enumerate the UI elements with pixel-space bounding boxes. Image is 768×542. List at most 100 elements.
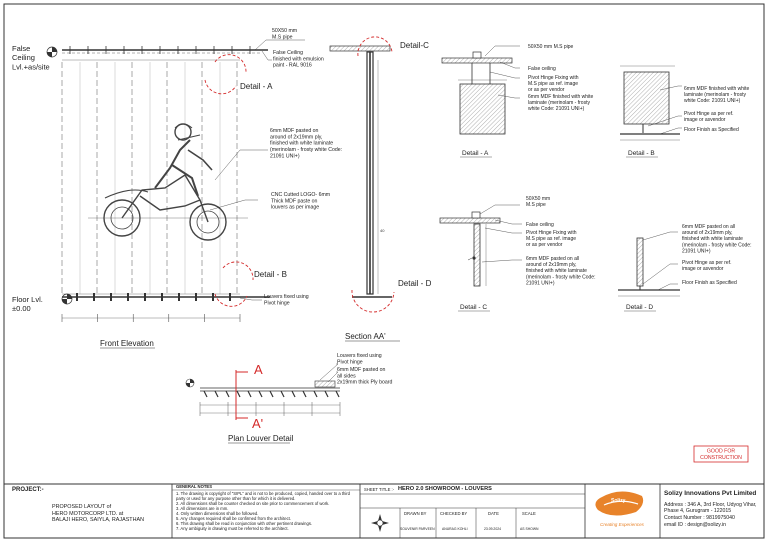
pivot-hinge [144, 293, 146, 301]
drawn-by-value: SOUVENIR PARVEEN [400, 527, 435, 531]
plan-louver-blade [214, 390, 219, 398]
plan-louver-blade [313, 390, 318, 398]
north-arrow-icon [371, 514, 389, 532]
project-text: PROPOSED LAYOUT of HERO MOTORCORP LTD. a… [52, 504, 144, 524]
detail-b-tag: Detail - B [254, 270, 287, 279]
hero-rider-logo-icon [103, 123, 227, 241]
svg-text:40: 40 [380, 228, 385, 233]
floor-level-label: Floor Lvl.±0.00 [12, 295, 43, 313]
cut-mark-a: A [254, 362, 263, 377]
logo-name: Solizy [611, 498, 626, 504]
date-value: 23.09.2024 [484, 527, 501, 531]
detail-a: 50X50 mm M.S pipe False ceiling Pivot Hi… [441, 44, 594, 158]
scale-value: AS SHOWN [520, 527, 539, 531]
plan-louver-blade [203, 390, 208, 398]
note-line: 4. Only written dimensions shall be foll… [176, 511, 259, 516]
plan-louver-blade [302, 390, 307, 398]
plan-louver-blade [247, 390, 252, 398]
pivot-hinge [229, 293, 231, 301]
plan-louver-blade [236, 390, 241, 398]
detail-d-caption: Detail - D [626, 304, 653, 311]
detail-a-note-pipe: 50X50 mm M.S pipe [528, 44, 574, 50]
pivot-hinge [212, 293, 214, 301]
ceiling-level-marker [46, 46, 58, 58]
drawn-by-label: DRAWN BY [404, 511, 427, 516]
section-aa-title: Section AA' [345, 332, 386, 341]
pivot-hinge [127, 293, 129, 301]
date-label: DATE [488, 511, 499, 516]
note-line: 5. Any changes required shall be confirm… [176, 516, 291, 521]
company-name: Solizy Innovations Pvt Limited [664, 490, 757, 497]
detail-c-note-ceiling: False ceiling [526, 222, 554, 228]
note-line: 7. Any ambiguity in drawing must be refe… [176, 526, 289, 531]
project-label: PROJECT:- [12, 487, 44, 493]
detail-a-caption: Detail - A [462, 150, 489, 157]
detail-d-tag: Detail - D [398, 279, 432, 288]
checked-by-value: ANURAG KOHLI [442, 527, 468, 531]
plan-louver-blade [225, 390, 230, 398]
logo-tagline: Creating Experiences [600, 522, 644, 527]
pivot-hinge [195, 293, 197, 301]
company-contact: Contact Number : 9819975040 [664, 515, 735, 521]
solizy-logo-icon [595, 491, 644, 516]
sheet-title-label: SHEET TITLE :- [364, 487, 395, 492]
pivot-hinge [93, 293, 95, 301]
note-line: 6. This drawing shall be read in conjunc… [176, 521, 313, 526]
note-line: 2. All dimensions shall be counter check… [176, 501, 330, 506]
plan-louver-blade [269, 390, 274, 398]
company-email: email ID : design@solizy.in [664, 522, 726, 528]
plan-louver-blade [280, 390, 285, 398]
plan-louver-blade [258, 390, 263, 398]
pivot-hinge [76, 293, 78, 301]
checked-by-label: CHECKED BY [440, 511, 468, 516]
note-line: 3. All dimensions are in mm. [176, 506, 229, 511]
front-elevation-title: Front Elevation [100, 339, 154, 348]
detail-a-tag: Detail - A [240, 82, 273, 91]
floor-level-marker [61, 293, 73, 305]
general-notes-heading: GENERAL NOTES [176, 484, 212, 489]
note-line: 1. The drawing is copyright of "SIPL" an… [176, 491, 350, 501]
title-block [4, 483, 764, 538]
detail-b-caption: Detail - B [628, 150, 655, 157]
pivot-hinge [178, 293, 180, 301]
detail-d-note-floor: Floor Finish as Specified [682, 280, 737, 286]
plan-louver-blade [335, 390, 340, 398]
plan-louver-title: Plan Louver Detail [228, 434, 294, 443]
pivot-hinge [161, 293, 163, 301]
detail-b-note-hinge: Pivot Hinge as per ref.image or asvendor [684, 111, 733, 123]
pivot-hinge [110, 293, 112, 301]
detail-d-note-hinge: Pivot Hinge as per ref.image or asvendor [682, 260, 731, 272]
sheet-title: HERO 2.0 SHOWROOM - LOUVERS [398, 486, 492, 492]
detail-c-tag: Detail-C [400, 41, 429, 50]
company-address: Address : 346 A, 3rd Floor, Udyog Vihar,… [664, 502, 757, 515]
plan-level-marker [185, 378, 195, 388]
cut-mark-a-prime: A' [252, 416, 263, 431]
general-notes: 1. The drawing is copyright of "SIPL" an… [176, 491, 358, 531]
detail-a-note-ceiling: False ceiling [528, 66, 556, 72]
scale-label: SCALE [522, 511, 536, 516]
plan-louver-blade [324, 390, 329, 398]
detail-c-caption: Detail - C [460, 304, 487, 311]
